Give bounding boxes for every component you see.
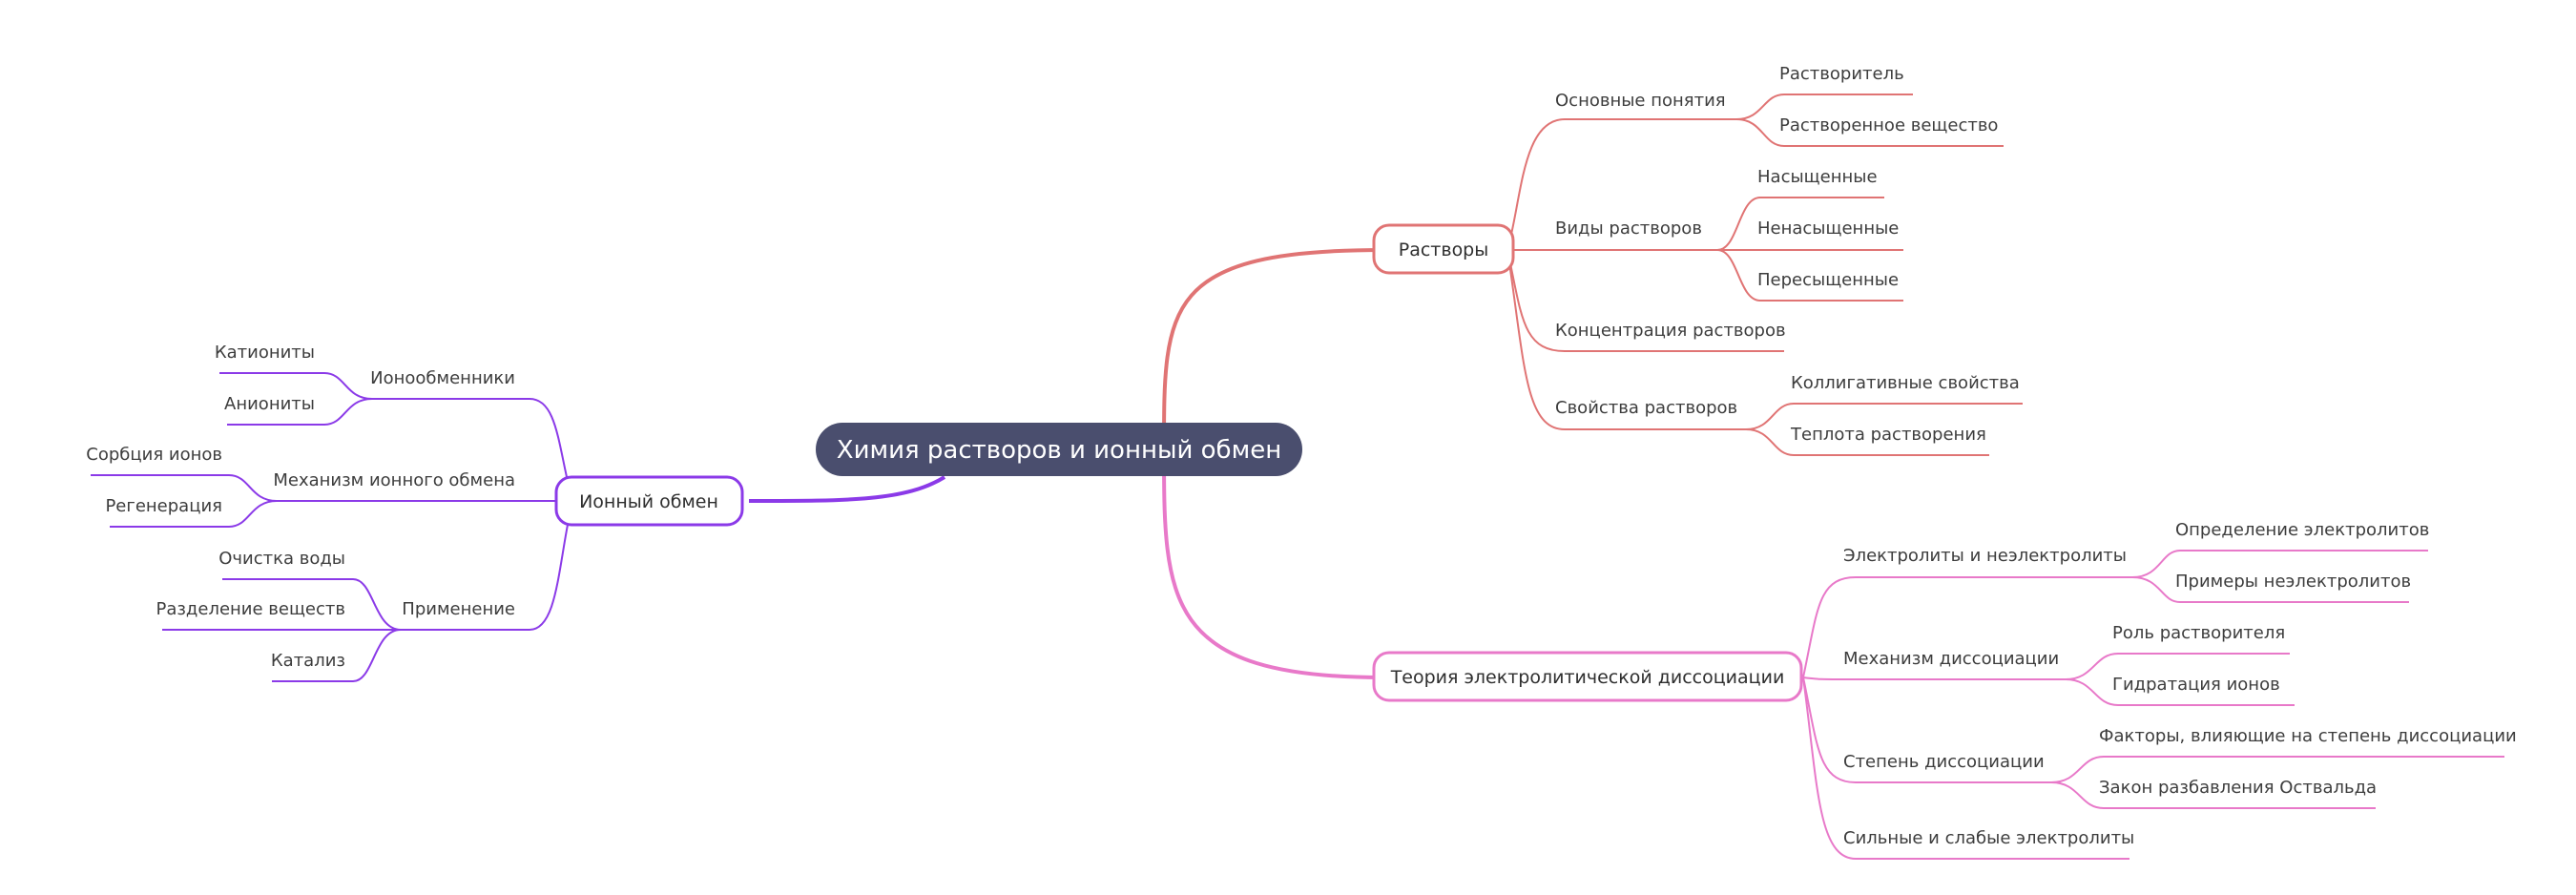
root-node[interactable]: Химия растворов и ионный обмен [816,423,1302,476]
connector-anionites [227,398,373,426]
leaf-examples[interactable]: Примеры неэлектролитов [2175,572,2411,592]
topic-ion-exchange-label: Ионный обмен [579,491,718,512]
connector-mechanism [1802,676,2066,680]
connector-definition [2131,550,2428,578]
root-label: Химия растворов и ионный обмен [837,436,1281,465]
subtopic-solution-types[interactable]: Виды растворов [1555,219,1702,239]
connector-degree [1802,676,2051,783]
solutions-connectors [1506,94,2023,456]
connector-root-ion-exchange [748,475,946,503]
leaf-cationites[interactable]: Катиониты [215,343,315,363]
leaf-colligative[interactable]: Коллигативные свойства [1791,373,2020,393]
connector-sorption [91,474,278,502]
leaf-solvent[interactable]: Растворитель [1779,64,1904,84]
connector-saturated [1716,197,1884,251]
leaf-supersaturated[interactable]: Пересыщенные [1757,270,1899,290]
connector-hydration [2065,678,2295,706]
connector-heat [1745,428,1989,456]
leaf-solvent-role[interactable]: Роль растворителя [2112,623,2285,643]
connector-basic-concepts [1506,118,1736,251]
leaf-anionites[interactable]: Аниониты [224,394,315,414]
leaf-separation[interactable]: Разделение веществ [156,599,345,619]
topic-solutions-label: Растворы [1399,239,1489,260]
leaf-heat[interactable]: Теплота растворения [1790,425,1986,445]
leaf-catalysis[interactable]: Катализ [271,651,345,671]
connector-solvent [1735,94,1913,120]
leaf-water[interactable]: Очистка воды [218,549,345,569]
topic-dissociation-label: Теория электролитической диссоциации [1390,667,1785,688]
connector-root-solutions [1162,248,1384,449]
topic-dissociation[interactable]: Теория электролитической диссоциации [1372,651,1803,702]
connector-water [222,578,402,631]
leaf-solute[interactable]: Растворенное вещество [1779,115,1998,135]
connector-ostwald [2050,781,2376,809]
topic-ion-exchange[interactable]: Ионный обмен [554,475,744,527]
connector-properties [1506,249,1746,430]
dissociation-connectors [1802,550,2504,860]
leaf-factors[interactable]: Факторы, влияющие на степень диссоциации [2099,726,2517,746]
connector-examples [2131,576,2409,603]
root-connectors [748,248,1384,679]
connector-concentration [1506,249,1784,352]
subtopic-mechanism[interactable]: Механизм диссоциации [1843,649,2059,669]
connector-strong-weak [1802,676,2129,860]
connector-supersaturated [1716,249,1903,302]
subtopic-basic-concepts[interactable]: Основные понятия [1555,91,1726,111]
subtopic-properties[interactable]: Свойства растворов [1555,398,1737,418]
subtopic-concentration[interactable]: Концентрация растворов [1555,321,1786,341]
topic-solutions[interactable]: Растворы [1372,223,1515,275]
subtopic-strong-weak[interactable]: Сильные и слабые электролиты [1843,828,2134,848]
leaf-saturated[interactable]: Насыщенные [1757,167,1878,187]
connector-root-dissociation [1162,448,1384,679]
subtopic-ion-mechanism[interactable]: Механизм ионного обмена [273,470,515,490]
subtopic-degree[interactable]: Степень диссоциации [1843,752,2045,772]
leaf-regeneration[interactable]: Регенерация [105,496,222,516]
leaf-definition[interactable]: Определение электролитов [2175,520,2429,540]
connector-factors [2050,756,2504,783]
connector-colligative [1745,403,2023,430]
subtopic-exchangers[interactable]: Ионообменники [370,368,515,388]
connector-cationites [219,372,373,400]
connector-regeneration [110,500,278,528]
subtopic-electrolytes[interactable]: Электролиты и неэлектролиты [1843,546,2127,566]
subtopic-application[interactable]: Применение [402,599,515,619]
connector-catalysis [272,629,402,682]
leaf-ostwald[interactable]: Закон разбавления Оствальда [2099,778,2377,798]
leaf-unsaturated[interactable]: Ненасыщенные [1757,219,1899,239]
leaf-sorption[interactable]: Сорбция ионов [86,445,222,465]
connector-solute [1735,118,2004,147]
leaf-hydration[interactable]: Гидратация ионов [2112,675,2280,695]
connector-solvent-role [2065,653,2290,680]
connector-electrolytes [1802,576,2132,678]
ion-exchange-connectors [91,372,573,682]
